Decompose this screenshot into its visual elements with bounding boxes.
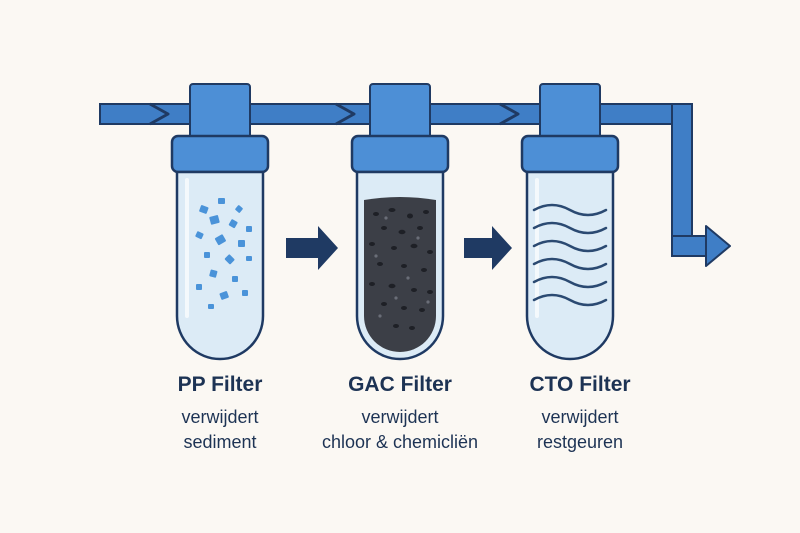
carbon-block-waves — [532, 203, 608, 307]
filter-cap — [520, 134, 620, 174]
outlet-pipe-vertical — [671, 103, 693, 255]
pipe-elbow-joint — [673, 105, 691, 123]
activated-carbon-granules — [369, 208, 433, 330]
filter-description: verwijdert restgeuren — [480, 405, 680, 455]
pipe-flow-arrow-icon — [499, 102, 520, 126]
filter-head — [189, 83, 251, 143]
description-line: sediment — [183, 432, 257, 452]
filter-cto — [520, 83, 620, 361]
filter-head — [369, 83, 431, 143]
filter-head — [539, 83, 601, 143]
description-line: verwijdert — [181, 407, 259, 427]
filter-cap — [170, 134, 270, 174]
description-line: verwijdert — [541, 407, 619, 427]
carbon-granule-highlights — [374, 216, 430, 318]
pipe-elbow-joint-bottom — [673, 237, 691, 255]
filter-gac — [350, 83, 450, 361]
description-line: verwijdert — [361, 407, 439, 427]
filter-name: GAC Filter — [348, 373, 452, 396]
filter-description: verwijdert sediment — [120, 405, 320, 455]
caption-pp: PP Filter verwijdert sediment — [120, 372, 320, 455]
filter-cap — [350, 134, 450, 174]
filter-pp — [170, 83, 270, 361]
filter-name: PP Filter — [177, 373, 263, 396]
carbon-media — [364, 197, 436, 352]
filter-description: verwijdert chloor & chemicliën — [300, 405, 500, 455]
right-arrow-icon — [464, 226, 512, 270]
filter-name: CTO Filter — [529, 373, 631, 396]
caption-gac: GAC Filter verwijdert chloor & chemiclië… — [300, 372, 500, 455]
pipe-flow-arrow-icon — [149, 102, 170, 126]
pipe-flow-arrow-icon — [335, 102, 356, 126]
description-line: chloor & chemicliën — [321, 432, 479, 452]
outlet-arrow-icon — [705, 225, 731, 267]
description-line: restgeuren — [536, 432, 624, 452]
right-arrow-icon — [286, 226, 338, 270]
sediment-particles — [195, 198, 252, 309]
caption-cto: CTO Filter verwijdert restgeuren — [480, 372, 680, 455]
filter-housing — [525, 170, 615, 361]
filter-housing — [175, 170, 265, 361]
